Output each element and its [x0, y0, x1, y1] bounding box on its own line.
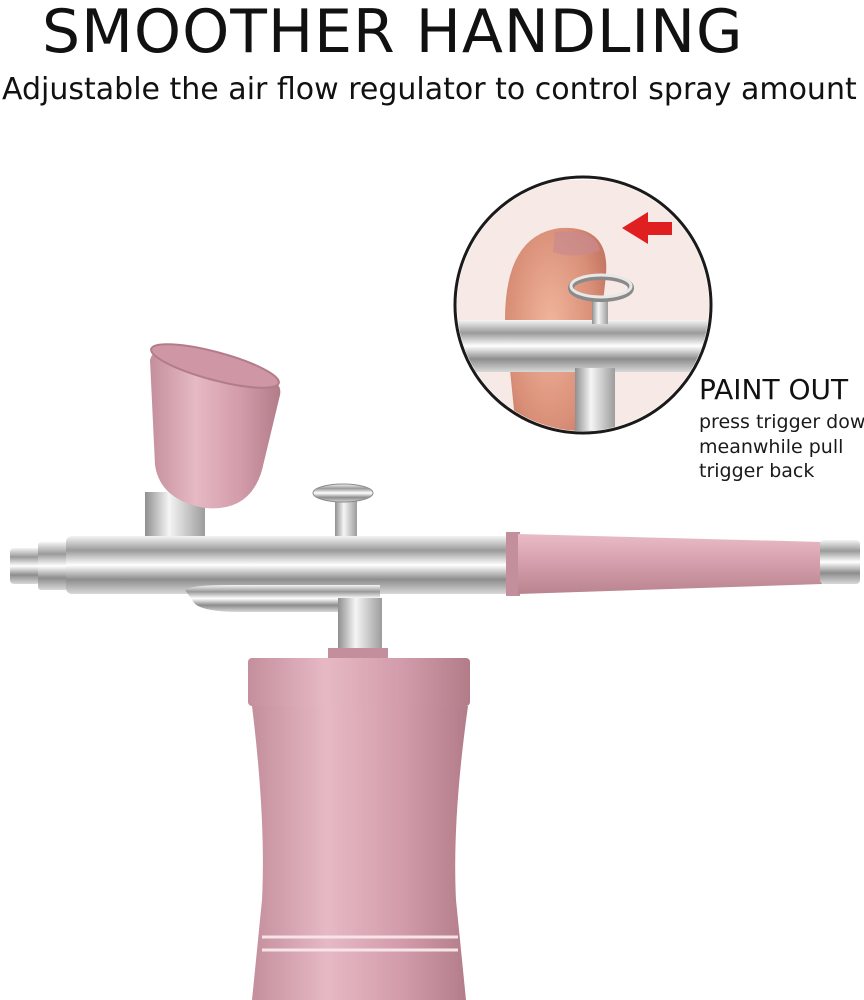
- callout-line: press trigger down: [699, 411, 864, 433]
- callout-line: trigger back: [699, 460, 815, 483]
- callout-title: PAINT OUT: [699, 373, 849, 406]
- headline: SMOOTHER HANDLING: [42, 0, 744, 67]
- regulator-knob: [312, 483, 374, 536]
- airbrush-barrel: [10, 532, 860, 596]
- compressor-handle: [248, 658, 470, 1000]
- paint-cup: [145, 343, 281, 542]
- trigger-lever: [185, 585, 388, 658]
- subheadline: Adjustable the air flow regulator to con…: [2, 72, 857, 107]
- callout-description: press trigger down meanwhile pull trigge…: [699, 410, 864, 484]
- callout-line: meanwhile pull: [699, 435, 844, 458]
- zoom-inset: [453, 175, 713, 435]
- arrow-left-icon: [622, 212, 672, 244]
